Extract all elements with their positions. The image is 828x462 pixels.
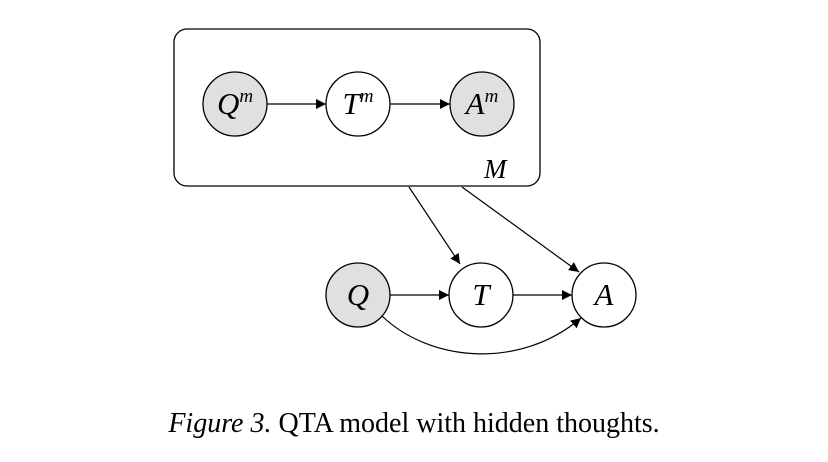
node-a-label: A — [593, 277, 615, 312]
node-qm-label: Qm — [217, 86, 253, 121]
edge-plate-to-t — [408, 186, 461, 265]
plate-border — [173, 28, 541, 187]
node-qm: Qm — [202, 71, 268, 137]
node-am-label: Am — [464, 86, 499, 121]
edge-q-to-a — [381, 315, 582, 355]
node-t-circle — [448, 262, 514, 328]
caption-text: QTA model with hidden thoughts. — [278, 408, 660, 439]
plate-m: M — [173, 28, 541, 187]
node-am: Am — [449, 71, 515, 137]
nodes: Qm Tm Am Q T A — [202, 71, 637, 328]
node-t: T — [448, 262, 514, 328]
node-a: A — [571, 262, 637, 328]
node-q: Q — [325, 262, 391, 328]
node-tm-label: Tm — [343, 86, 374, 121]
node-qm-circle — [202, 71, 268, 137]
node-q-label: Q — [347, 277, 369, 312]
caption-label: Figure 3. — [168, 408, 272, 439]
node-q-circle — [325, 262, 391, 328]
node-t-label: T — [472, 277, 492, 312]
figure-caption: Figure 3. QTA model with hidden thoughts… — [0, 407, 828, 441]
node-tm-circle — [325, 71, 391, 137]
edge-plate-to-a — [461, 186, 580, 273]
plate-label: M — [483, 154, 508, 184]
node-am-circle — [449, 71, 515, 137]
edges — [267, 99, 582, 355]
node-a-circle — [571, 262, 637, 328]
node-tm: Tm — [325, 71, 391, 137]
